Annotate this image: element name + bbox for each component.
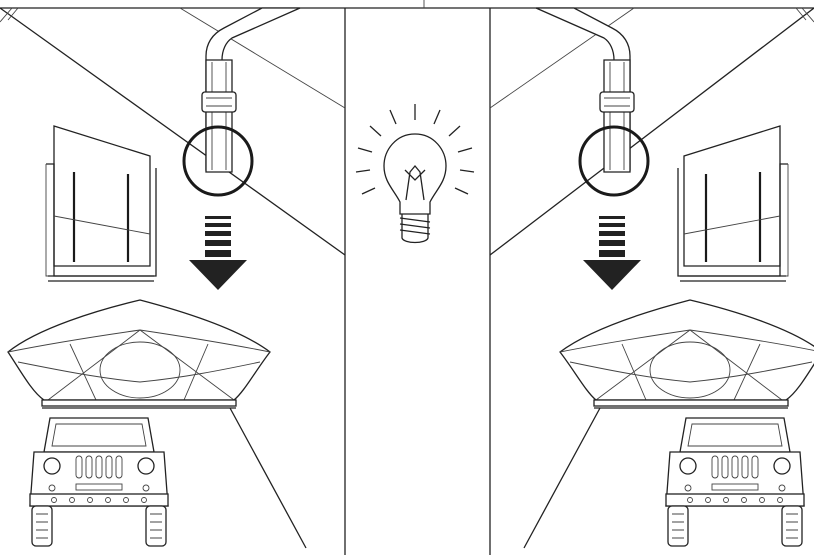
roof-lines-left bbox=[0, 7, 346, 256]
strap-buckle-icon bbox=[201, 7, 301, 173]
door-panel-icon bbox=[44, 124, 158, 283]
jeep-vehicle-icon bbox=[29, 417, 169, 547]
door-panel-icon bbox=[676, 124, 790, 283]
magnifier-circle-icon bbox=[182, 125, 254, 197]
left-panel bbox=[0, 7, 346, 549]
magnifier-circle-icon bbox=[578, 125, 650, 197]
rooftop-tent-icon bbox=[7, 299, 271, 409]
roof-lines-right bbox=[489, 7, 814, 256]
lightbulb-idea-icon bbox=[355, 104, 475, 244]
rooftop-tent-icon bbox=[559, 299, 814, 409]
jeep-vehicle-icon bbox=[665, 417, 805, 547]
arrow-down-icon bbox=[583, 216, 641, 290]
strap-buckle-icon bbox=[535, 7, 635, 173]
arrow-down-icon bbox=[189, 216, 247, 290]
right-panel bbox=[489, 7, 814, 549]
